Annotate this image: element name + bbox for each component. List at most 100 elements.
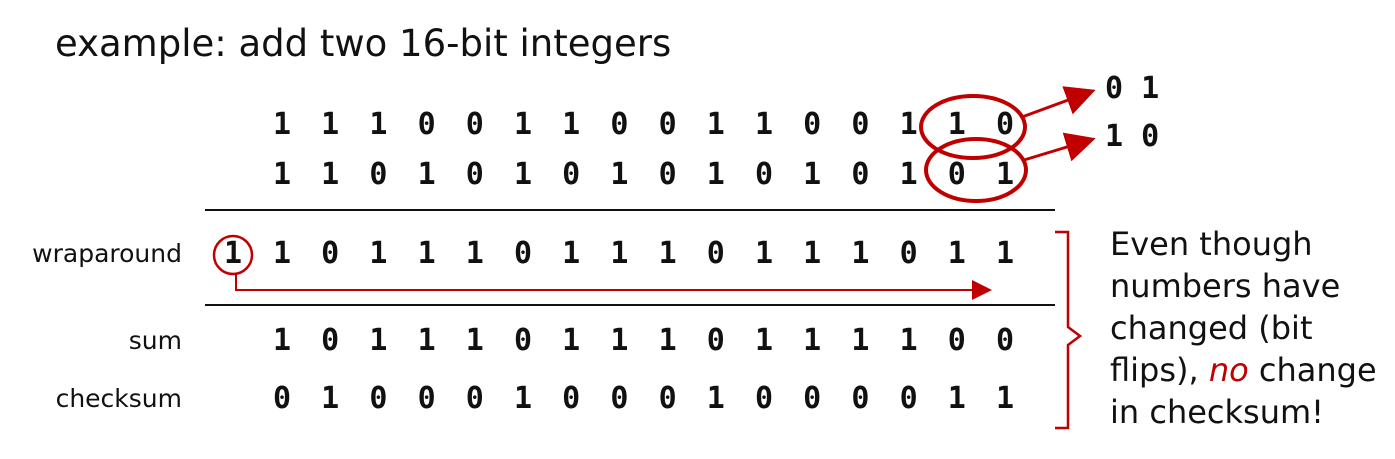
bit-sum-10: 1 (754, 323, 774, 358)
bit-a-2: 1 (369, 107, 388, 142)
bit-b-13: 1 (899, 157, 918, 192)
slide-title: example: add two 16-bit integers (55, 22, 672, 65)
bit-a-7: 0 (610, 107, 629, 142)
bit-b-14: 0 (947, 157, 966, 192)
bit-checksum-13: 0 (899, 381, 918, 416)
bit-sum-11: 1 (803, 323, 822, 358)
bit-a-13: 1 (899, 107, 918, 142)
addition-rule-bottom (205, 304, 1055, 306)
bit-wraparound-5: 0 (513, 236, 533, 271)
bit-b-0: 1 (272, 157, 292, 192)
bit-checksum-8: 0 (658, 381, 677, 416)
bit-checksum-1: 1 (321, 381, 340, 416)
bit-sum-5: 0 (513, 323, 533, 358)
carry-circle (212, 234, 254, 276)
flip-label-top: 0 1 (1105, 71, 1160, 106)
carry-bit: 1 (223, 236, 243, 271)
bit-a-3: 0 (417, 107, 436, 142)
bit-sum-7: 1 (610, 323, 629, 358)
bit-wraparound-1: 0 (321, 236, 340, 271)
bit-sum-8: 1 (658, 323, 677, 358)
bit-checksum-0: 0 (272, 381, 292, 416)
bit-b-11: 1 (803, 157, 822, 192)
note-text-1: Even though numbers have changed (bit fl… (1110, 225, 1341, 389)
checksum-note: Even though numbers have changed (bit fl… (1110, 223, 1390, 433)
bit-wraparound-0: 1 (272, 236, 292, 271)
carry-bit-row: 1 (0, 234, 300, 274)
bit-sum-12: 1 (851, 323, 870, 358)
bit-a-4: 0 (465, 107, 484, 142)
bit-b-7: 1 (610, 157, 629, 192)
addition-rule-top (205, 209, 1055, 211)
bit-checksum-5: 1 (513, 381, 533, 416)
bit-wraparound-15: 1 (995, 236, 1015, 271)
bit-checksum-12: 0 (851, 381, 870, 416)
bit-b-6: 0 (562, 157, 581, 192)
bit-checksum-14: 1 (947, 381, 966, 416)
bit-a-6: 1 (562, 107, 581, 142)
arrow-to-flip-top (1021, 86, 1096, 119)
bit-b-15: 1 (995, 157, 1015, 192)
wraparound-label: wraparound (32, 239, 182, 268)
bit-wraparound-2: 1 (369, 236, 388, 271)
bit-b-1: 1 (321, 157, 340, 192)
sum-label: sum (128, 326, 182, 355)
bit-checksum-11: 0 (803, 381, 822, 416)
bit-wraparound-9: 0 (706, 236, 725, 271)
bit-a-10: 1 (754, 107, 774, 142)
bit-checksum-9: 1 (706, 381, 725, 416)
bit-wraparound-10: 1 (754, 236, 774, 271)
flip-label-bottom: 1 0 (1105, 119, 1160, 154)
bit-sum-3: 1 (417, 323, 436, 358)
bit-checksum-15: 1 (995, 381, 1015, 416)
bit-wraparound-11: 1 (803, 236, 822, 271)
bit-checksum-7: 0 (610, 381, 629, 416)
bit-checksum-10: 0 (754, 381, 774, 416)
wraparound-arrow (235, 274, 992, 300)
bit-wraparound-8: 1 (658, 236, 677, 271)
bit-wraparound-6: 1 (562, 236, 581, 271)
highlight-ellipse-top (919, 94, 1027, 160)
bit-checksum-3: 0 (417, 381, 436, 416)
bit-checksum-2: 0 (369, 381, 388, 416)
bit-b-5: 1 (513, 157, 533, 192)
bit-checksum-6: 0 (562, 381, 581, 416)
note-text-2: change in checksum! (1110, 351, 1377, 431)
bit-sum-9: 0 (706, 323, 725, 358)
bit-b-2: 0 (369, 157, 388, 192)
bit-wraparound-4: 1 (465, 236, 484, 271)
bit-a-11: 0 (803, 107, 822, 142)
bit-a-14: 1 (947, 107, 966, 142)
arrow-to-flip-bottom (1023, 132, 1096, 162)
checksum-label: checksum (55, 384, 182, 413)
result-bracket (1055, 230, 1083, 430)
bit-sum-13: 1 (899, 323, 918, 358)
bit-wraparound-12: 1 (851, 236, 870, 271)
bit-b-12: 0 (851, 157, 870, 192)
bit-a-9: 1 (706, 107, 725, 142)
bit-a-12: 0 (851, 107, 870, 142)
note-emphasis: no (1208, 351, 1249, 389)
bit-sum-6: 1 (562, 323, 581, 358)
bit-wraparound-3: 1 (417, 236, 436, 271)
bit-a-0: 1 (272, 107, 292, 142)
bit-b-8: 0 (658, 157, 677, 192)
bit-b-10: 0 (754, 157, 774, 192)
bit-checksum-4: 0 (465, 381, 484, 416)
bit-sum-0: 1 (272, 323, 292, 358)
bit-sum-1: 0 (321, 323, 340, 358)
bit-wraparound-14: 1 (947, 236, 966, 271)
bit-b-4: 0 (465, 157, 484, 192)
bit-a-15: 0 (995, 107, 1015, 142)
bit-sum-4: 1 (465, 323, 484, 358)
bit-wraparound-7: 1 (610, 236, 629, 271)
bit-b-9: 1 (706, 157, 725, 192)
bit-sum-14: 0 (947, 323, 966, 358)
bit-b-3: 1 (417, 157, 436, 192)
bit-sum-15: 0 (995, 323, 1015, 358)
